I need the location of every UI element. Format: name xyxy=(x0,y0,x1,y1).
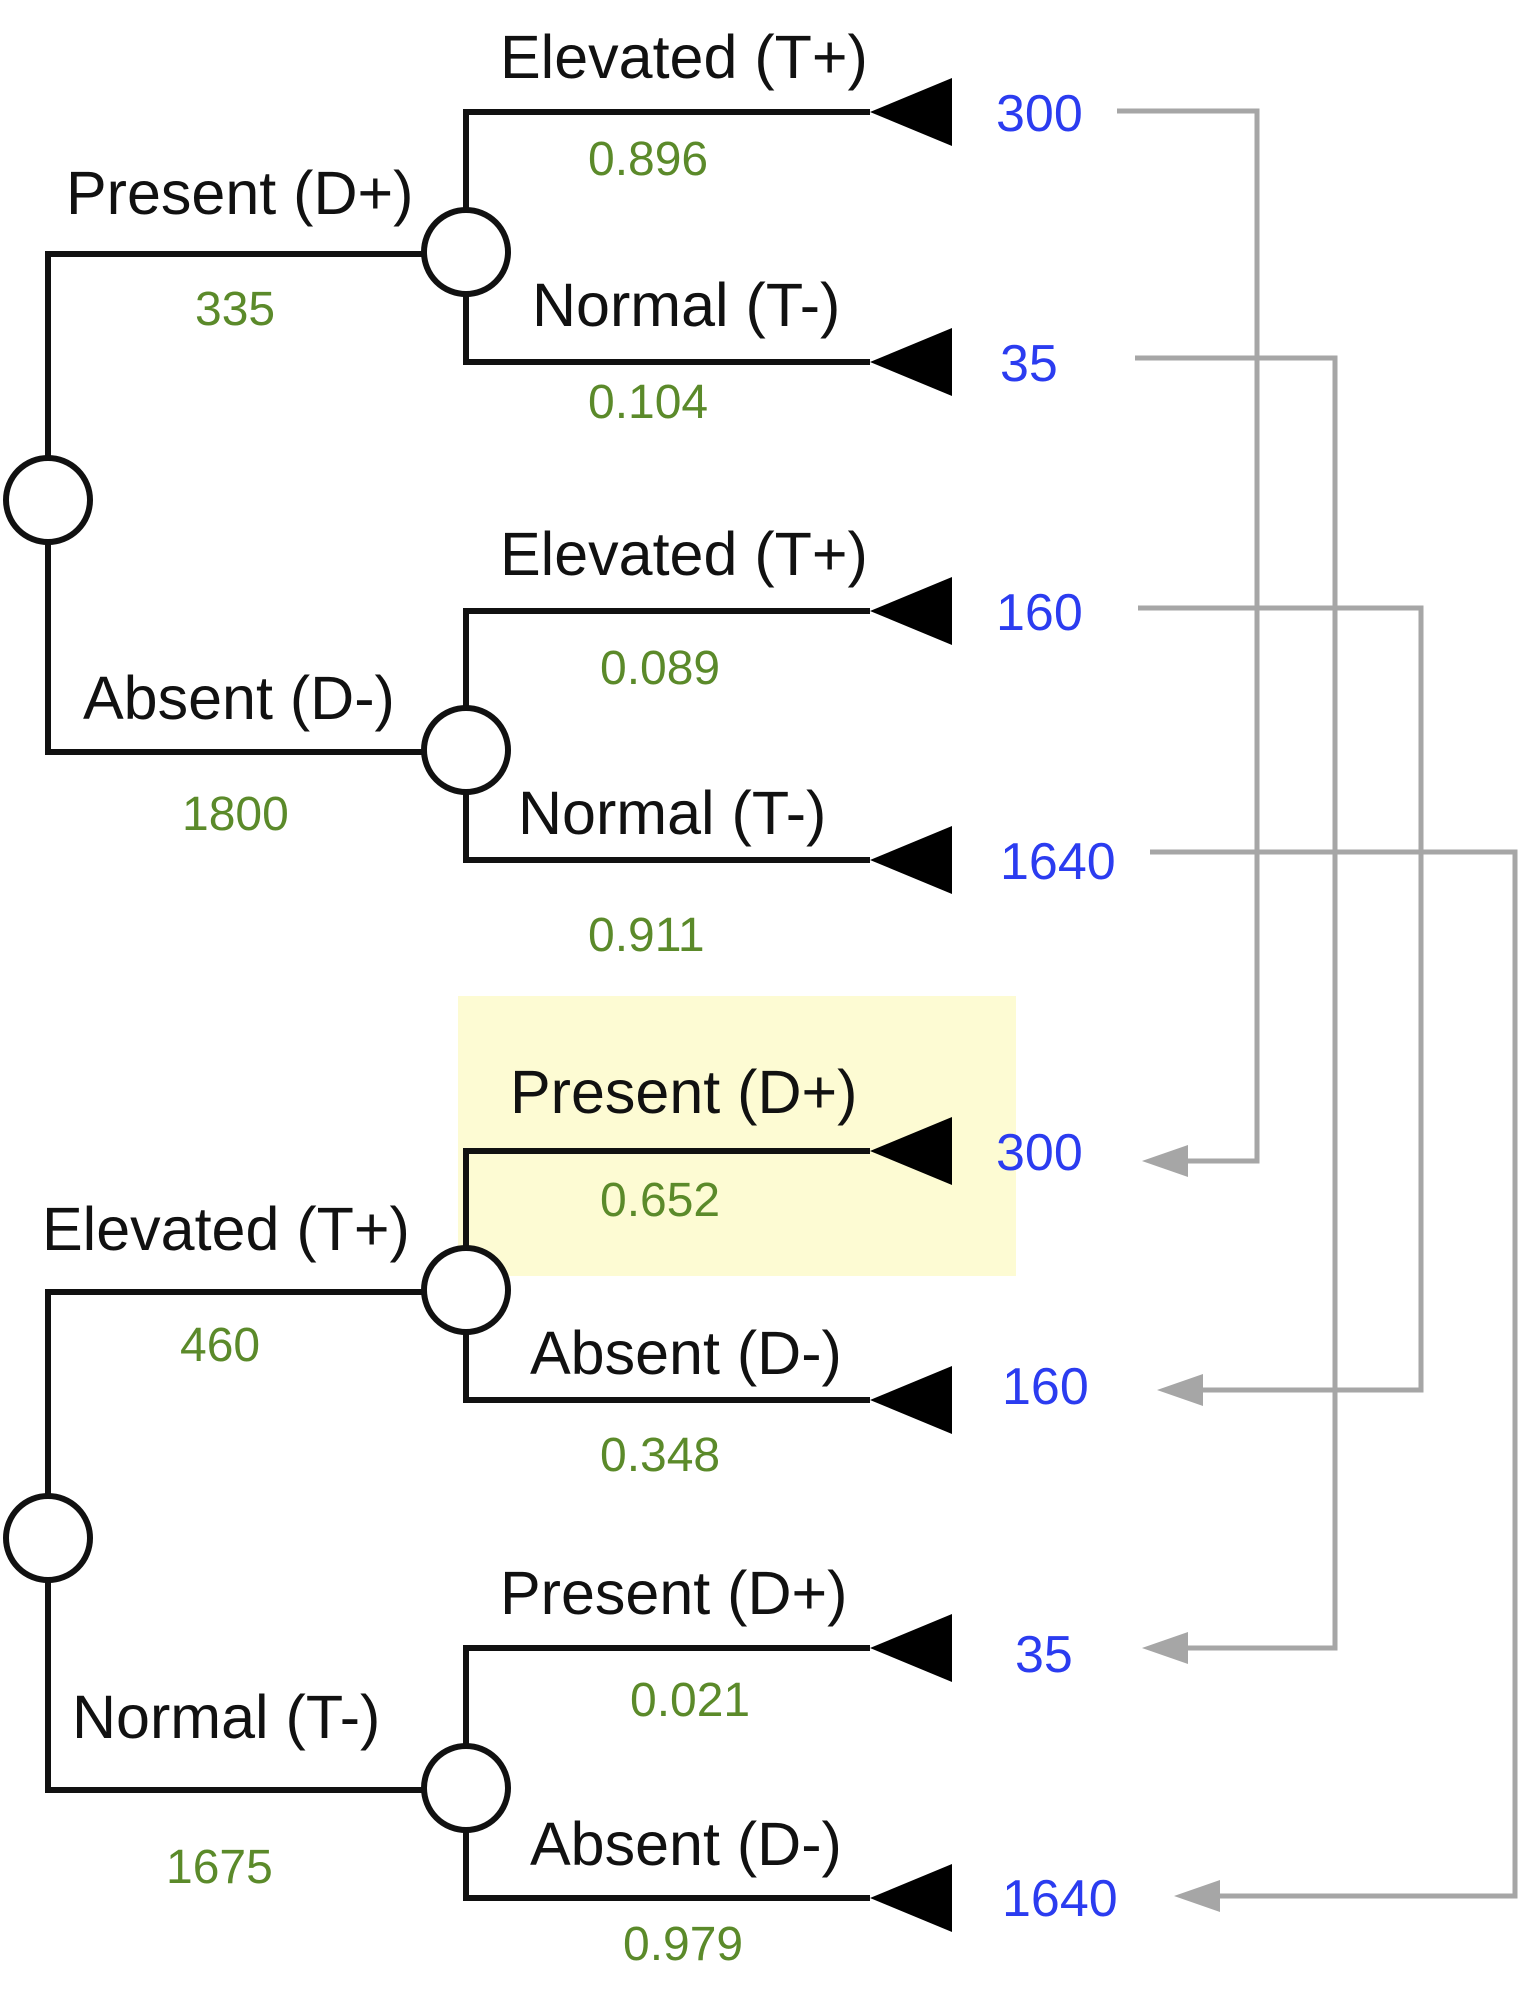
tree2-terminal-icon xyxy=(870,1864,952,1932)
tree1-count-present-elevated: 300 xyxy=(996,85,1083,143)
tree1-label-present-normal: Normal (T-) xyxy=(532,271,840,339)
tree1-terminal-icon xyxy=(870,826,952,894)
tree2-label-normal-absent: Absent (D-) xyxy=(530,1810,842,1878)
tree2-label-normal: Normal (T-) xyxy=(72,1683,380,1751)
tree1-label-absent-elevated: Elevated (T+) xyxy=(500,520,868,588)
tree1-label-present: Present (D+) xyxy=(66,159,413,227)
tree1-prob-present-elevated: 0.896 xyxy=(588,133,708,186)
connector-1640 xyxy=(1150,849,1518,1899)
tree2-count-elevated-absent: 160 xyxy=(1002,1358,1089,1416)
tree1-label-absent-normal: Normal (T-) xyxy=(518,779,826,847)
tree1-count-absent-normal: 1640 xyxy=(1000,833,1116,891)
tree2-root-branch-normal xyxy=(45,1542,425,1793)
tree2-normal-branch-absent xyxy=(463,1816,870,1901)
tree2-root-chance-node xyxy=(3,1493,93,1583)
tree1-prob-present-normal: 0.104 xyxy=(588,376,708,429)
tree1-terminal-icon xyxy=(870,577,952,645)
tree2-normal-chance-node xyxy=(421,1743,511,1833)
tree1-prob-absent-normal: 0.911 xyxy=(588,909,705,962)
tree2-count-normal-present: 35 xyxy=(1015,1626,1073,1684)
tree2-value-elevated: 460 xyxy=(180,1319,260,1372)
tree2-root-branch-elevated xyxy=(45,1289,425,1534)
tree2-normal-branch-present xyxy=(463,1645,870,1760)
tree2-terminal-icon xyxy=(870,1366,952,1434)
tree2-terminal-icon xyxy=(870,1117,952,1185)
tree1-count-absent-elevated: 160 xyxy=(996,584,1083,642)
tree1-absent-chance-node xyxy=(421,705,511,795)
tree1-prob-absent-elevated: 0.089 xyxy=(600,642,720,695)
tree2-count-normal-absent: 1640 xyxy=(1002,1870,1118,1928)
tree1-count-present-normal: 35 xyxy=(1000,335,1058,393)
tree2-elevated-branch-absent xyxy=(463,1318,870,1403)
tree2-prob-normal-present: 0.021 xyxy=(630,1674,750,1727)
tree2-prob-normal-absent: 0.979 xyxy=(623,1918,743,1971)
tree2-label-normal-present: Present (D+) xyxy=(500,1559,847,1627)
tree1-root-branch-present xyxy=(45,251,425,496)
tree1-value-present: 335 xyxy=(195,283,275,336)
tree-disease-first: Present (D+) 335 Absent (D-) 1800 Elevat… xyxy=(3,23,1116,962)
tree2-elevated-chance-node xyxy=(421,1245,511,1335)
arrowhead-icon xyxy=(1157,1374,1203,1406)
tree1-label-present-elevated: Elevated (T+) xyxy=(500,23,868,91)
tree1-present-branch-normal xyxy=(463,280,870,365)
tree1-label-absent: Absent (D-) xyxy=(83,664,395,732)
tree-test-first: Elevated (T+) 460 Normal (T-) 1675 Prese… xyxy=(3,1058,1118,1971)
tree2-label-elevated-absent: Absent (D-) xyxy=(530,1319,842,1387)
tree1-terminal-icon xyxy=(870,328,952,396)
tree2-terminal-icon xyxy=(870,1614,952,1682)
arrowhead-icon xyxy=(1174,1880,1220,1912)
tree1-value-absent: 1800 xyxy=(182,788,289,841)
arrowhead-icon xyxy=(1142,1632,1188,1664)
tree2-prob-elevated-present: 0.652 xyxy=(600,1174,720,1227)
tree2-label-elevated-present: Present (D+) xyxy=(510,1058,857,1126)
tree2-count-elevated-present: 300 xyxy=(996,1124,1083,1182)
connector-300 xyxy=(1117,108,1260,1164)
tree1-root-branch-absent xyxy=(45,504,425,755)
tree1-present-chance-node xyxy=(421,207,511,297)
connector-35 xyxy=(1135,355,1338,1651)
tree1-absent-branch-normal xyxy=(463,778,870,863)
tree2-prob-elevated-absent: 0.348 xyxy=(600,1429,720,1482)
count-connectors xyxy=(1117,108,1518,1912)
connector-160 xyxy=(1138,605,1424,1393)
tree1-absent-branch-elevated xyxy=(463,608,870,722)
tree2-label-elevated: Elevated (T+) xyxy=(42,1195,410,1263)
tree1-root-chance-node xyxy=(3,455,93,545)
tree1-present-branch-elevated xyxy=(463,109,870,225)
arrowhead-icon xyxy=(1142,1145,1188,1177)
tree1-terminal-icon xyxy=(870,78,952,146)
tree2-value-normal: 1675 xyxy=(166,1841,273,1894)
tree2-elevated-branch-present xyxy=(463,1148,870,1262)
